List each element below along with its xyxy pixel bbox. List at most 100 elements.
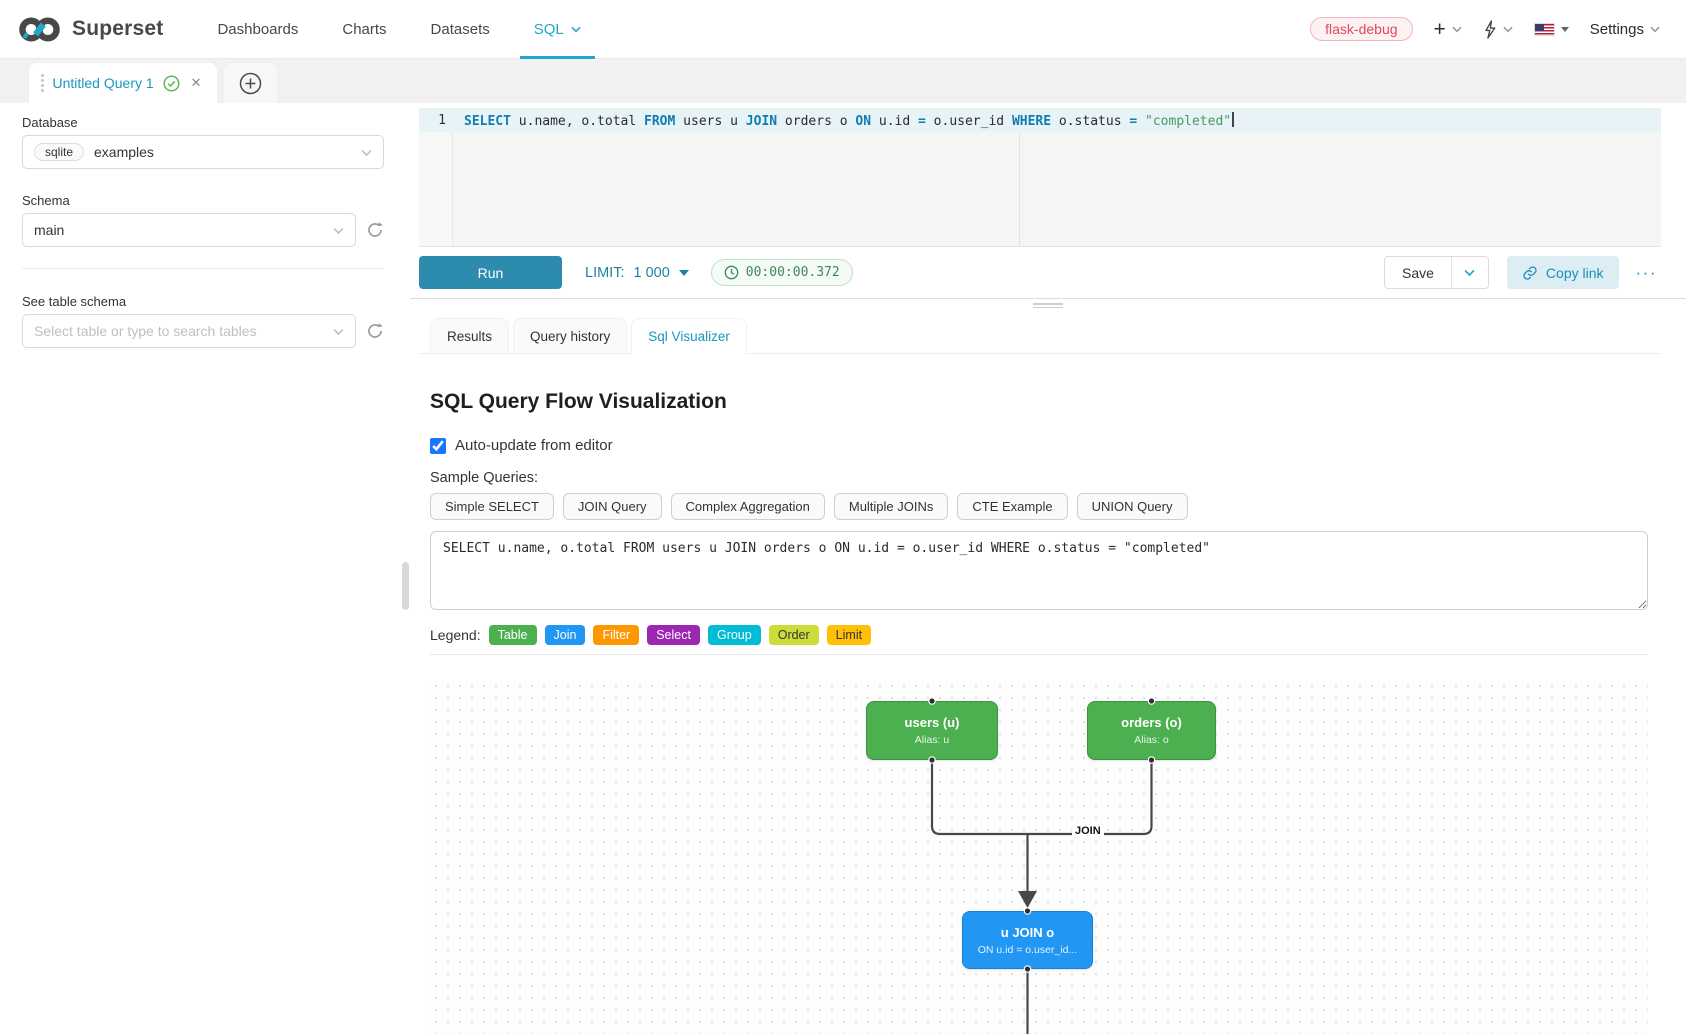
legend-chip-join: Join	[544, 625, 586, 645]
copy-link-label: Copy link	[1545, 264, 1604, 281]
query-tab-bar: Untitled Query 1 ✕	[0, 59, 1686, 103]
save-button[interactable]: Save	[1385, 257, 1452, 288]
refresh-icon[interactable]	[366, 221, 384, 239]
sample-queries-label: Sample Queries:	[430, 470, 538, 486]
sample-button-complex-aggregation[interactable]: Complex Aggregation	[670, 493, 825, 520]
chevron-down-icon	[1650, 26, 1660, 32]
copy-link-button[interactable]: Copy link	[1506, 256, 1619, 289]
clock-icon	[724, 265, 739, 280]
sample-button-multiple-joins[interactable]: Multiple JOINs	[833, 493, 949, 520]
close-tab-icon[interactable]: ✕	[190, 75, 202, 90]
plus-icon: +	[1433, 17, 1446, 41]
nav-item-label: Dashboards	[217, 20, 299, 38]
query-tab-label: Untitled Query 1	[52, 75, 154, 91]
nav-item-label: Charts	[342, 20, 387, 38]
caret-down-icon	[678, 269, 689, 276]
database-label: Database	[22, 115, 78, 130]
nav-item-charts[interactable]: Charts	[322, 0, 406, 58]
schema-value: main	[34, 222, 65, 238]
legend-label: Legend:	[430, 627, 481, 643]
sql-token-keyword: JOIN	[745, 114, 778, 129]
database-select[interactable]: sqlite examples	[22, 135, 384, 169]
node-title: orders (o)	[1121, 715, 1182, 730]
infinity-logo-icon	[19, 17, 60, 41]
limit-label: LIMIT:	[585, 264, 625, 281]
flow-diagram-canvas[interactable]: users (u) Alias: u orders (o) Alias: o u…	[430, 680, 1648, 1034]
node-title: users (u)	[904, 715, 960, 730]
chevron-down-icon	[1503, 26, 1513, 32]
flow-node-users-table[interactable]: users (u) Alias: u	[866, 701, 998, 760]
limit-dropdown[interactable]: LIMIT: 1 000	[585, 265, 689, 281]
more-actions-button[interactable]: ···	[1635, 262, 1657, 282]
pane-resize-handle[interactable]	[1033, 301, 1063, 310]
text-cursor	[1232, 112, 1235, 127]
legend-chip-table: Table	[488, 625, 537, 645]
table-search-select[interactable]: Select table or type to search tables	[22, 314, 356, 348]
legend-chip-limit: Limit	[826, 625, 872, 645]
pane-divider	[410, 298, 1686, 299]
node-subtitle: ON u.id = o.user_id...	[977, 943, 1078, 956]
flow-node-join[interactable]: u JOIN o ON u.id = o.user_id...	[962, 911, 1093, 969]
nav-item-sql[interactable]: SQL	[514, 0, 601, 59]
language-picker[interactable]	[1533, 22, 1569, 36]
node-title: u JOIN o	[1000, 924, 1055, 940]
sql-token-keyword: WHERE	[1011, 114, 1052, 129]
scrollbar-thumb[interactable]	[402, 562, 409, 610]
settings-menu[interactable]: Settings	[1590, 21, 1660, 38]
sql-token-keyword: FROM	[644, 114, 676, 129]
superset-logo[interactable]: Superset	[16, 0, 163, 58]
sample-button-simple-select[interactable]: Simple SELECT	[430, 493, 554, 520]
nav-item-dashboards[interactable]: Dashboards	[197, 0, 318, 58]
legend-chip-select: Select	[647, 625, 700, 645]
brand-name: Superset	[72, 17, 164, 40]
sql-token-plain: u.name, o.total	[510, 114, 645, 129]
schema-label: Schema	[22, 193, 70, 208]
sql-token-plain: orders o	[777, 114, 856, 129]
run-button[interactable]: Run	[419, 256, 562, 289]
timer-value: 00:00:00.372	[745, 265, 840, 280]
sql-token-string: "completed"	[1145, 114, 1232, 129]
nav-item-label: SQL	[533, 20, 564, 38]
lightning-icon	[1485, 19, 1496, 39]
tab-results[interactable]: Results	[430, 318, 510, 354]
check-circle-icon	[163, 74, 180, 92]
query-input[interactable]: SELECT u.name, o.total FROM users u JOIN…	[430, 531, 1648, 610]
query-tab-untitled-query-1[interactable]: Untitled Query 1 ✕	[29, 63, 217, 103]
sql-shortcuts-button[interactable]	[1483, 19, 1513, 39]
sql-visualizer-pane: SQL Query Flow Visualization Auto-update…	[410, 354, 1686, 1034]
sql-code-editor[interactable]: 1 SELECT u.name, o.total FROM users u JO…	[419, 108, 1661, 247]
chevron-down-icon	[571, 26, 581, 33]
limit-value: 1 000	[633, 264, 670, 281]
tab-query-history[interactable]: Query history	[513, 318, 628, 354]
sql-token-keyword: ON	[855, 114, 872, 129]
refresh-icon[interactable]	[366, 322, 384, 340]
sql-token-plain: o.status	[1051, 114, 1130, 129]
sql-token-operator: =	[1129, 114, 1138, 129]
new-menu-button[interactable]: +	[1434, 19, 1462, 40]
sample-button-join-query[interactable]: JOIN Query	[562, 493, 662, 520]
sql-token-plain: o.user_id	[925, 114, 1012, 129]
database-engine-badge: sqlite	[34, 143, 85, 161]
chevron-down-icon	[1464, 269, 1475, 276]
legend-chip-filter: Filter	[593, 625, 640, 645]
auto-update-label: Auto-update from editor	[455, 437, 613, 454]
new-query-tab-button[interactable]	[223, 63, 277, 103]
save-dropdown-button[interactable]	[1452, 257, 1488, 288]
link-icon	[1523, 265, 1537, 280]
schema-select[interactable]: main	[22, 213, 356, 247]
flow-node-orders-table[interactable]: orders (o) Alias: o	[1087, 701, 1216, 760]
nav-item-datasets[interactable]: Datasets	[411, 0, 510, 58]
drag-handle-icon[interactable]	[41, 74, 44, 92]
chevron-down-icon	[333, 328, 344, 336]
table-search-placeholder: Select table or type to search tables	[34, 323, 257, 339]
sample-button-union-query[interactable]: UNION Query	[1076, 493, 1188, 520]
sample-button-cte-example[interactable]: CTE Example	[957, 493, 1068, 520]
auto-update-checkbox[interactable]	[430, 437, 446, 454]
chevron-down-icon	[333, 227, 344, 235]
settings-label: Settings	[1589, 20, 1644, 38]
chevron-down-icon	[1452, 26, 1462, 32]
editor-print-margin	[1019, 109, 1020, 246]
tab-sql-visualizer[interactable]: Sql Visualizer	[631, 318, 747, 354]
